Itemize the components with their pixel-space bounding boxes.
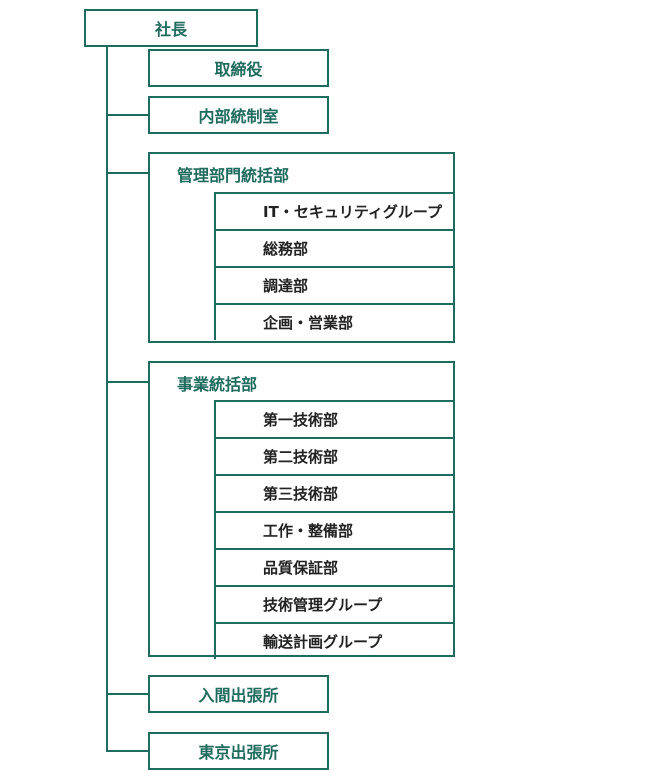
business-division-group: 事業統括部 第一技術部 第二技術部 第三技術部 工作・整備部 品質保証部 技術管…	[148, 361, 455, 659]
connector-management-division	[106, 172, 149, 174]
department-item: 企画・営業部	[216, 303, 455, 340]
management-division-title: 管理部門統括部	[177, 166, 290, 185]
department-label: 輸送計画グループ	[263, 633, 383, 651]
internal-control-box: 内部統制室	[148, 96, 329, 134]
department-label: 工作・整備部	[263, 522, 354, 540]
department-label: 技術管理グループ	[263, 596, 383, 614]
management-department-list: IT・セキュリティグループ 総務部 調達部 企画・営業部	[214, 192, 455, 340]
department-item: IT・セキュリティグループ	[216, 192, 455, 229]
department-label: 総務部	[263, 240, 309, 258]
department-item: 技術管理グループ	[216, 585, 455, 622]
connector-tokyo-office	[106, 750, 149, 752]
department-label: 第三技術部	[263, 485, 339, 503]
department-label: 第一技術部	[263, 411, 339, 429]
department-label: 第二技術部	[263, 448, 339, 466]
connector-internal-control	[106, 114, 149, 116]
connector-business-division	[106, 381, 149, 383]
department-item: 第一技術部	[216, 400, 455, 437]
president-label: 社長	[154, 20, 187, 39]
internal-control-label: 内部統制室	[198, 107, 279, 126]
department-item: 第二技術部	[216, 437, 455, 474]
department-item: 第三技術部	[216, 474, 455, 511]
department-item: 調達部	[216, 266, 455, 303]
iruma-office-label: 入間出張所	[198, 686, 279, 705]
department-label: 企画・営業部	[263, 314, 354, 332]
board-box: 取締役	[148, 49, 329, 87]
department-item: 輸送計画グループ	[216, 622, 455, 659]
iruma-office-box: 入間出張所	[148, 675, 329, 713]
business-department-list: 第一技術部 第二技術部 第三技術部 工作・整備部 品質保証部 技術管理グループ …	[214, 400, 455, 659]
department-item: 品質保証部	[216, 548, 455, 585]
board-label: 取締役	[214, 60, 263, 79]
department-item: 総務部	[216, 229, 455, 266]
connector-iruma-office	[106, 693, 149, 695]
tokyo-office-label: 東京出張所	[198, 743, 279, 762]
business-division-title: 事業統括部	[177, 375, 258, 394]
department-item: 工作・整備部	[216, 511, 455, 548]
department-label: 調達部	[263, 277, 309, 295]
department-label: 品質保証部	[263, 559, 339, 577]
trunk-line	[106, 46, 108, 752]
management-division-group: 管理部門統括部 IT・セキュリティグループ 総務部 調達部 企画・営業部	[148, 152, 455, 343]
president-box: 社長	[84, 9, 258, 47]
department-label: IT・セキュリティグループ	[263, 203, 443, 221]
tokyo-office-box: 東京出張所	[148, 732, 329, 770]
